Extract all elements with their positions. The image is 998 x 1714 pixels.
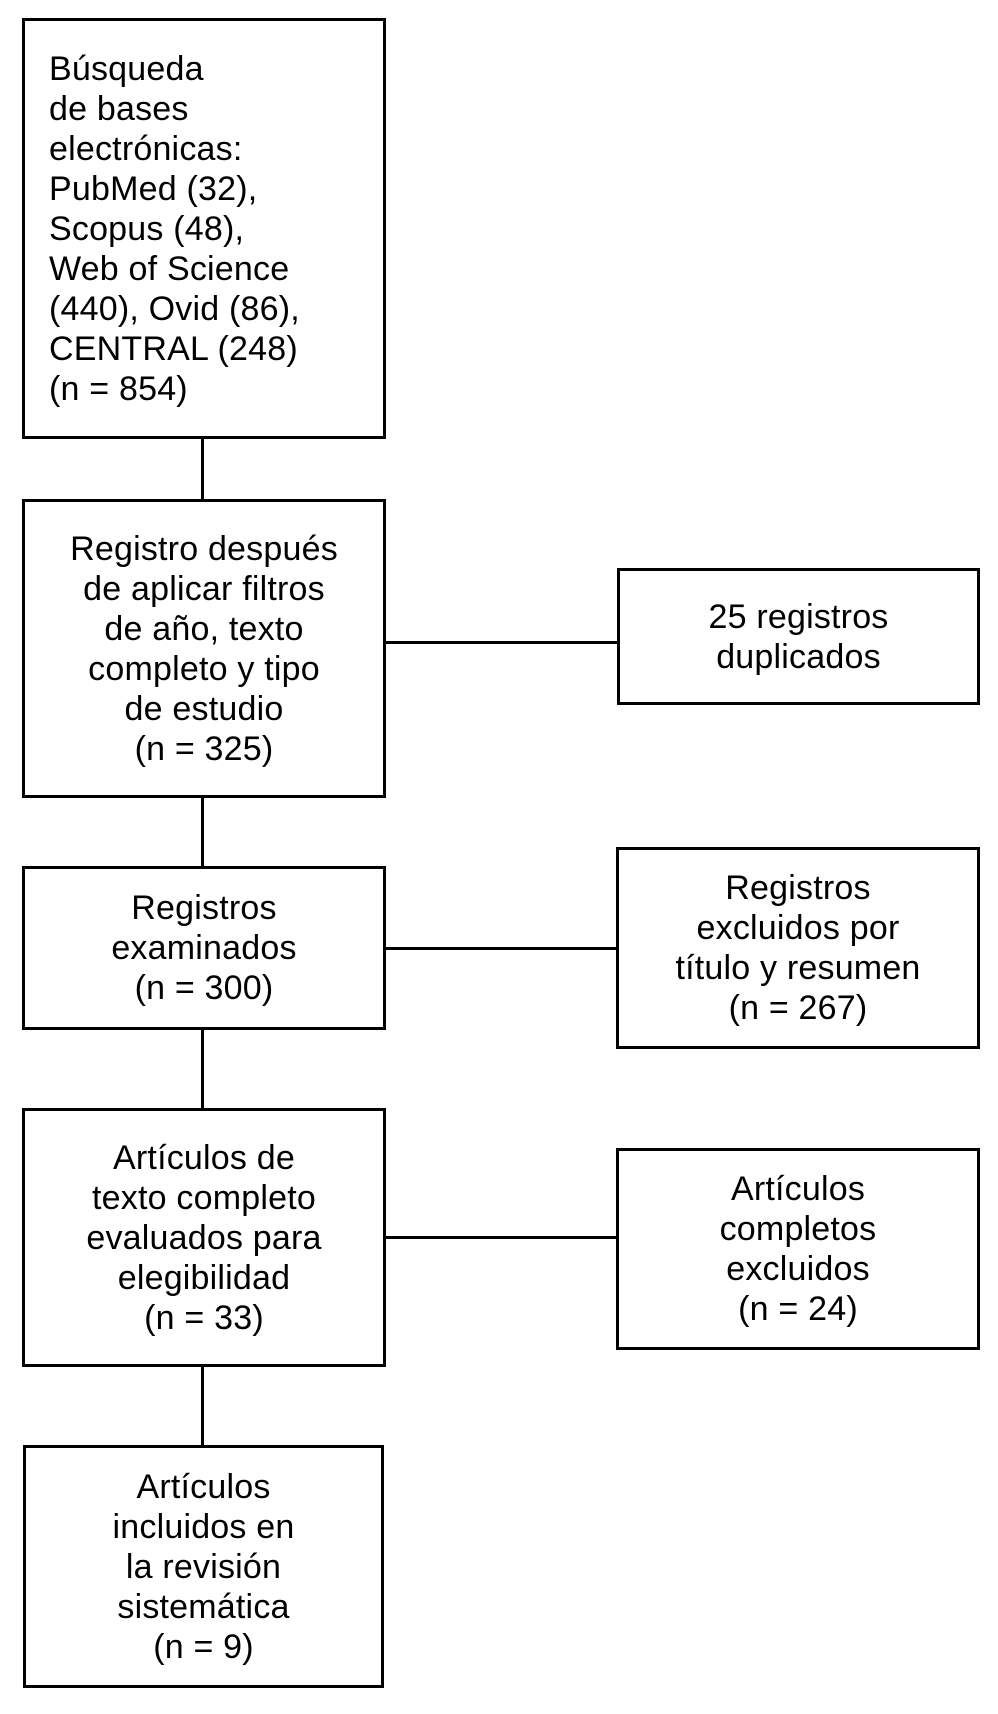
connector-filtered-to-screened [201,798,204,866]
connector-search-to-filtered [201,439,204,499]
connector-assessed-to-included [201,1367,204,1445]
box-excluded-title-abstract: Registros excluidos por título y resumen… [616,847,980,1049]
connector-screened-to-assessed [201,1030,204,1108]
connector-filtered-to-duplicates [386,641,617,644]
box-fulltext-excluded: Artículos completos excluidos (n = 24) [616,1148,980,1350]
box-records-after-filters: Registro después de aplicar filtros de a… [22,499,386,798]
box-records-screened: Registros examinados (n = 300) [22,866,386,1030]
connector-screened-to-excluded [386,947,617,950]
box-database-search: Búsqueda de bases electrónicas: PubMed (… [22,18,386,439]
box-duplicates-removed: 25 registros duplicados [617,568,980,705]
box-included-systematic-review: Artículos incluidos en la revisión siste… [23,1445,384,1688]
connector-assessed-to-fulltext-excluded [386,1236,617,1239]
box-fulltext-assessed: Artículos de texto completo evaluados pa… [22,1108,386,1367]
